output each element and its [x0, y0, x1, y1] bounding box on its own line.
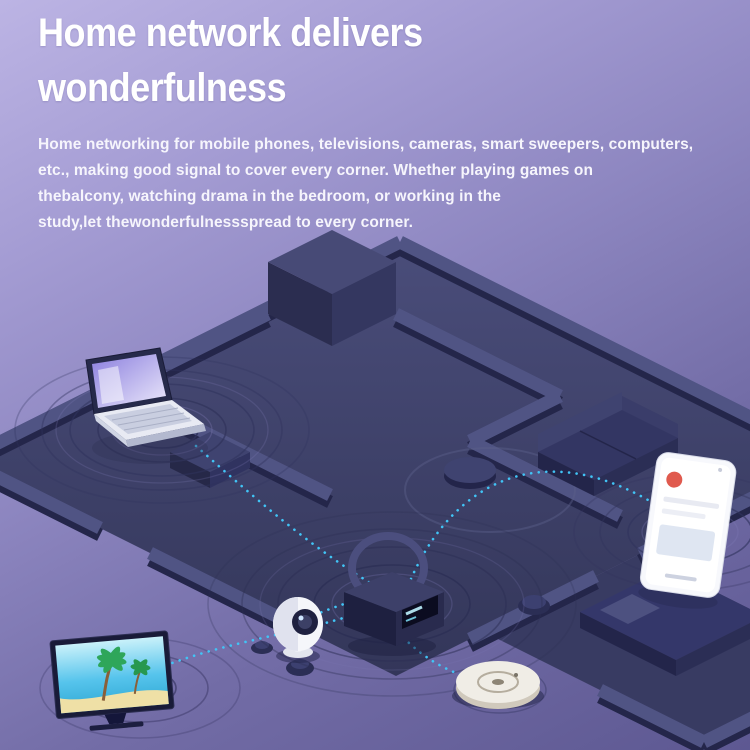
- laptop-base-front: [126, 424, 206, 447]
- rug: [404, 447, 576, 533]
- bed-front-left: [580, 612, 676, 676]
- router-top-face: [344, 572, 444, 612]
- ripple: [207, 511, 577, 697]
- floor-plan: [0, 230, 750, 750]
- vacuum-top-ring: [477, 671, 519, 693]
- router-display: [402, 595, 438, 629]
- sofa-arm: [622, 396, 678, 438]
- header: Home network delivers wonderfulness Home…: [38, 6, 722, 236]
- sofa-back: [538, 392, 622, 452]
- palm-leaf: [133, 659, 148, 676]
- router-shadow: [348, 636, 436, 656]
- ripple: [277, 546, 507, 662]
- wall-top-faces: [0, 236, 750, 748]
- coffee-table-top: [444, 457, 496, 483]
- cabinet-right: [210, 452, 250, 488]
- utility-block-right-face: [332, 262, 396, 346]
- fixture: [518, 595, 550, 615]
- utility-block: [268, 230, 396, 346]
- coffee-table: [444, 457, 496, 489]
- bed-front-right: [676, 623, 750, 676]
- palm-leaves: [96, 646, 127, 673]
- tv-beach-sand: [59, 690, 169, 714]
- page-title-line-2: wonderfulness: [38, 66, 287, 110]
- laptop-screen-glare: [98, 366, 124, 404]
- palm-leaves-small: [130, 659, 151, 676]
- laptop-keyboard: [104, 404, 192, 434]
- palm-leaf: [100, 648, 123, 671]
- vacuum-button: [492, 679, 504, 685]
- paragraph-line-1: Home networking for mobile phones, telev…: [38, 136, 694, 153]
- phone-content-line-2: [661, 508, 706, 520]
- bed-pillow: [600, 594, 660, 624]
- camera-head-shade: [273, 597, 298, 651]
- utility-block-left-face: [268, 262, 332, 346]
- robot-vacuum: [452, 661, 544, 709]
- camera-lens-glint: [298, 615, 304, 621]
- tv-stand-base: [89, 721, 144, 731]
- ripple: [241, 528, 543, 680]
- vacuum-sensor: [514, 673, 518, 677]
- walls: [0, 236, 750, 750]
- sofa-front-right: [594, 438, 678, 496]
- smartphone: [638, 452, 737, 609]
- router: [344, 532, 444, 656]
- link-router-to-vacuum: [396, 630, 492, 686]
- sofa-front-left: [538, 452, 594, 496]
- page-title-line-1: Home network delivers: [38, 11, 423, 55]
- plant-2: [251, 641, 273, 654]
- intro-paragraph: Home networking for mobile phones, telev…: [38, 132, 722, 236]
- paragraph-line-4: study,let thewonderfulnessspread to ever…: [38, 214, 413, 231]
- plant-2-top: [255, 641, 269, 649]
- fixture-top: [522, 595, 546, 609]
- security-camera: [273, 597, 323, 663]
- laptop-key-rows: [111, 407, 191, 431]
- phone-content-block: [656, 524, 716, 562]
- router-left-face: [344, 592, 396, 646]
- phone-home-bar: [664, 573, 697, 582]
- router-display-glow-2: [405, 616, 417, 622]
- tv-stand-neck: [104, 712, 127, 725]
- sofa-cushion-line: [579, 430, 637, 460]
- phone-content-line-1: [663, 496, 720, 509]
- utility-block-top-face: [268, 230, 396, 294]
- laptop: [85, 347, 208, 464]
- router-display-glow-1: [405, 605, 423, 616]
- phone-notification-badge: [666, 471, 683, 488]
- television: [49, 630, 175, 731]
- paragraph-line-2: etc., making good signal to cover every …: [38, 162, 594, 179]
- paragraph-line-3: thebalcony, watching drama in the bedroo…: [38, 188, 502, 205]
- sofa: [538, 392, 678, 496]
- laptop-base-side: [94, 414, 128, 447]
- link-router-to-television: [152, 612, 358, 672]
- phone-camera-dot: [718, 467, 723, 472]
